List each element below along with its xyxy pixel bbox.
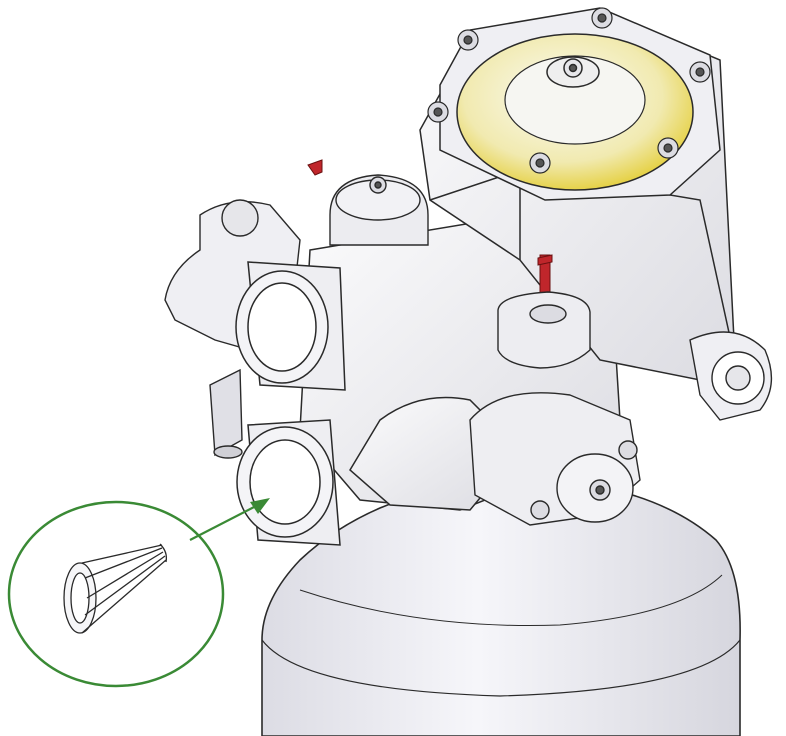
callout-leader-line — [189, 504, 259, 541]
upper-outlet-port — [235, 261, 346, 391]
callout-circle — [7, 500, 225, 688]
cover-bolts — [427, 7, 711, 174]
right-lower-housing — [469, 392, 641, 526]
callout-arrowhead — [250, 498, 270, 514]
lower-inlet-port — [236, 419, 341, 546]
top-cap — [329, 174, 429, 246]
bolted-dome-cover — [439, 7, 721, 201]
conical-inlet-screen-callout — [7, 498, 270, 688]
right-side-fitting — [689, 331, 773, 421]
conical-screen — [63, 543, 168, 634]
pin-collar — [497, 291, 591, 369]
